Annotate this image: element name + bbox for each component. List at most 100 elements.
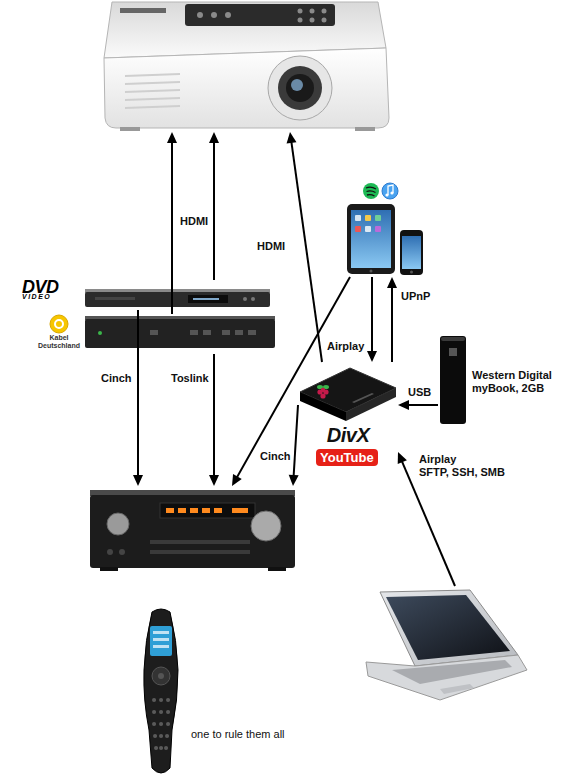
device-label: Western Digital myBook, 2GB bbox=[472, 369, 556, 395]
button bbox=[248, 330, 256, 335]
harddisk-illustration bbox=[440, 336, 466, 424]
connector-arrow bbox=[387, 277, 397, 362]
connection-label: HDMI bbox=[256, 240, 286, 253]
lens-housing bbox=[268, 56, 332, 120]
harddisk-logo bbox=[449, 348, 457, 356]
connection-label: HDMI bbox=[179, 215, 209, 228]
connection-label: USB bbox=[407, 386, 432, 399]
ipad-iphone-illustration bbox=[347, 183, 423, 275]
app-icon bbox=[375, 215, 381, 221]
connection-label: Cinch bbox=[100, 372, 133, 385]
button bbox=[298, 18, 303, 23]
display-segment bbox=[166, 508, 174, 513]
arrow-head bbox=[209, 132, 219, 143]
arrow-head bbox=[232, 474, 242, 486]
display-segment bbox=[232, 508, 248, 513]
display-segment bbox=[214, 508, 222, 513]
app-icon bbox=[365, 226, 371, 232]
button bbox=[225, 12, 231, 18]
label-holder: USB bbox=[407, 386, 432, 399]
button bbox=[107, 549, 113, 555]
arrow-head bbox=[133, 475, 143, 486]
control-panel bbox=[185, 4, 335, 26]
device-label: YouTube bbox=[316, 449, 378, 466]
arrow-head bbox=[167, 132, 177, 143]
label-holder: Airplay bbox=[418, 453, 457, 466]
arrow-head bbox=[387, 277, 397, 288]
lens-glass bbox=[291, 79, 303, 91]
remote-screen bbox=[150, 626, 172, 656]
button bbox=[211, 12, 217, 18]
knob bbox=[107, 513, 129, 535]
kabel-logo bbox=[50, 315, 68, 333]
foot bbox=[120, 127, 140, 131]
projector-illustration bbox=[104, 2, 389, 131]
foot bbox=[100, 567, 118, 571]
cable-receiver-illustration bbox=[50, 315, 275, 348]
connector-arrow bbox=[133, 310, 143, 486]
ipad-body bbox=[347, 204, 395, 274]
button bbox=[298, 9, 303, 14]
button bbox=[190, 330, 198, 335]
remote-illustration bbox=[144, 609, 178, 773]
cable-receiver: Kabel Deutschland bbox=[30, 314, 275, 354]
protocol-note: SFTP, SSH, SMB bbox=[418, 466, 506, 479]
case-left bbox=[300, 392, 346, 421]
label-holder: HDMI bbox=[179, 215, 209, 228]
device-label: DivX bbox=[300, 424, 396, 446]
button-row bbox=[150, 550, 250, 554]
button bbox=[251, 297, 255, 301]
foot bbox=[268, 567, 286, 571]
raspberry-pi: DivX YouTube bbox=[298, 362, 398, 479]
laptop-base bbox=[366, 655, 527, 700]
connector-arrow bbox=[209, 354, 219, 486]
connector-line bbox=[294, 405, 298, 477]
connector-line bbox=[213, 141, 215, 280]
remote-ok bbox=[158, 673, 164, 679]
iphone-body bbox=[400, 230, 423, 275]
av-receiver-illustration bbox=[90, 490, 295, 571]
connector-line bbox=[137, 310, 139, 477]
iphone-screen bbox=[402, 236, 421, 269]
spotify-icon bbox=[363, 183, 379, 199]
itunes-note bbox=[388, 185, 393, 195]
projector-device bbox=[100, 0, 390, 132]
lens-ring bbox=[278, 66, 322, 110]
label-holder: Cinch bbox=[100, 372, 133, 385]
disc-tray bbox=[95, 297, 135, 300]
button bbox=[322, 9, 327, 14]
arrow-head bbox=[289, 475, 299, 486]
connection-label: Cinch bbox=[259, 450, 292, 463]
remote-caption: one to rule them all bbox=[190, 728, 286, 741]
screen-row bbox=[153, 631, 169, 634]
dvd-player: DVD VIDEO bbox=[22, 280, 270, 310]
button bbox=[150, 330, 158, 335]
label-holder: Cinch bbox=[259, 450, 292, 463]
screen-row bbox=[153, 638, 169, 641]
device-label: Kabel Deutschland bbox=[34, 334, 84, 350]
app-icon bbox=[375, 226, 381, 232]
laptop-illustration bbox=[366, 590, 527, 700]
kabel-logo-swirl bbox=[55, 320, 63, 328]
connection-label: Airplay bbox=[418, 453, 457, 466]
button bbox=[119, 549, 125, 555]
screen-row bbox=[153, 645, 169, 648]
connection-label: UPnP bbox=[400, 290, 431, 303]
harddisk-highlight bbox=[441, 337, 465, 341]
case-slot bbox=[352, 393, 374, 403]
projector-front bbox=[104, 48, 389, 128]
arrow-head bbox=[209, 475, 219, 486]
app-icon bbox=[355, 226, 361, 232]
label-holder: one to rule them all bbox=[190, 728, 286, 741]
button bbox=[203, 330, 211, 335]
button bbox=[322, 18, 327, 23]
connector-line bbox=[171, 141, 173, 314]
connector-arrow bbox=[287, 132, 322, 362]
av-receiver bbox=[88, 486, 298, 572]
dvd-player-illustration bbox=[85, 289, 270, 307]
button bbox=[197, 12, 203, 18]
home-button bbox=[370, 270, 373, 273]
tablet-phone bbox=[345, 180, 425, 277]
spotify-waves bbox=[366, 187, 376, 196]
label-holder: SFTP, SSH, SMB bbox=[418, 466, 506, 479]
